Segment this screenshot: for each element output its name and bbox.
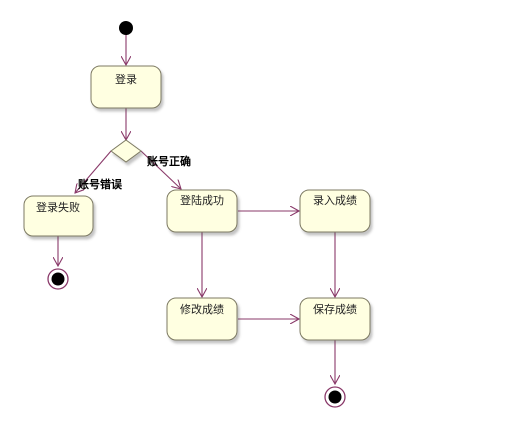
- state-modify-grades: 修改成绩: [166, 297, 238, 341]
- guard-account-correct: 账号正确: [147, 154, 191, 168]
- final-node-save: [324, 386, 346, 408]
- initial-node: [119, 21, 133, 35]
- edge-decision-to-success: [140, 150, 181, 189]
- state-save-grades-label: 保存成绩: [313, 302, 357, 316]
- state-login-fail: 登录失败: [23, 195, 94, 237]
- state-save-grades: 保存成绩: [299, 297, 371, 341]
- state-login-label: 登录: [115, 72, 137, 86]
- state-enter-grades-label: 录入成绩: [313, 194, 357, 207]
- decision-diamond: [110, 139, 142, 163]
- state-login-success: 登陆成功: [166, 189, 238, 233]
- guard-account-error: 账号错误: [78, 177, 123, 191]
- state-login-fail-label: 登录失败: [36, 200, 80, 214]
- state-modify-grades-label: 修改成绩: [180, 302, 224, 316]
- state-enter-grades: 录入成绩: [299, 189, 371, 233]
- state-login-success-label: 登陆成功: [180, 193, 224, 207]
- state-login: 登录: [90, 65, 162, 109]
- final-node-fail: [47, 268, 69, 290]
- edge-decision-to-fail: [75, 150, 112, 193]
